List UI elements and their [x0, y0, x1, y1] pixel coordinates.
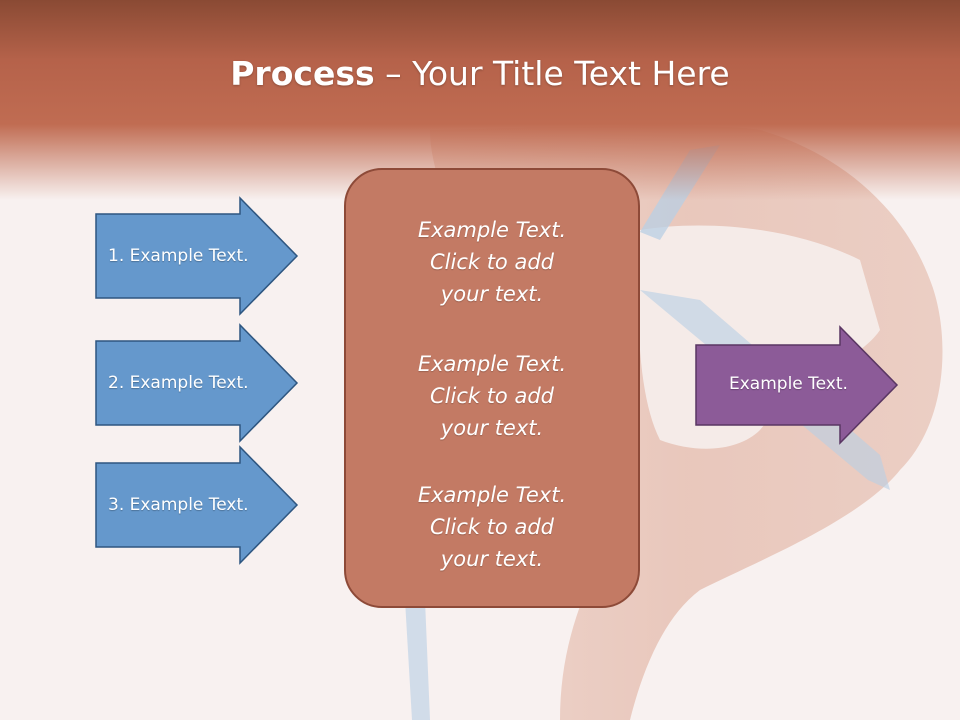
- arrow-output[interactable]: Example Text.: [695, 325, 899, 445]
- arrow-step-3[interactable]: 3. Example Text.: [95, 445, 299, 565]
- paragraph-line: your text.: [440, 282, 544, 306]
- arrow-step-1-label: 1. Example Text.: [108, 246, 249, 266]
- arrow-step-2[interactable]: 2. Example Text.: [95, 323, 299, 443]
- title-rest: – Your Title Text Here: [374, 54, 730, 93]
- paragraph-line: Click to add: [429, 515, 554, 539]
- paragraph-line: Click to add: [429, 384, 554, 408]
- paragraph-line: Example Text.: [417, 483, 567, 507]
- page-title: Process – Your Title Text Here: [0, 52, 960, 96]
- center-paragraph-3: Example Text. Click to add your text.: [346, 479, 638, 575]
- paragraph-line: your text.: [440, 547, 544, 571]
- center-paragraph-1: Example Text. Click to add your text.: [346, 214, 638, 310]
- paragraph-line: Example Text.: [417, 218, 567, 242]
- paragraph-line: Example Text.: [417, 352, 567, 376]
- header-band: [0, 0, 960, 200]
- center-text-box[interactable]: Example Text. Click to add your text. Ex…: [344, 168, 640, 608]
- title-bold: Process: [230, 54, 375, 93]
- arrow-output-label: Example Text.: [729, 374, 848, 394]
- paragraph-line: Click to add: [429, 250, 554, 274]
- arrow-step-2-label: 2. Example Text.: [108, 373, 249, 393]
- paragraph-line: your text.: [440, 416, 544, 440]
- center-paragraph-2: Example Text. Click to add your text.: [346, 348, 638, 444]
- arrow-step-3-label: 3. Example Text.: [108, 495, 249, 515]
- arrow-step-1[interactable]: 1. Example Text.: [95, 196, 299, 316]
